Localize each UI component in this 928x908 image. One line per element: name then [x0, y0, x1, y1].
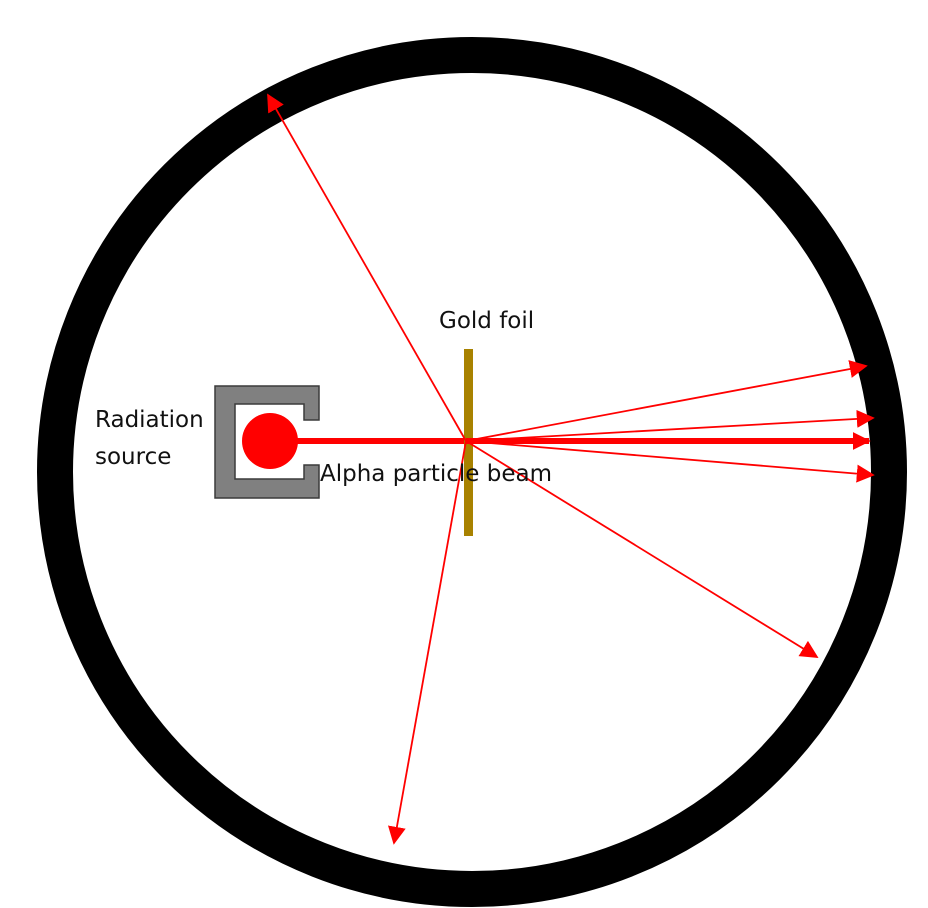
radiation-source-label-line1: Radiation — [95, 407, 204, 433]
ray-slight-up — [465, 409, 875, 442]
ray-back-scatter-up — [267, 93, 467, 442]
alpha-beam-label: Alpha particle beam — [320, 461, 553, 487]
source-housing — [214, 385, 320, 499]
detector-chamber-ring — [37, 37, 907, 907]
ray-slight-down — [465, 440, 875, 483]
radiation-source-label-line2: source — [95, 443, 172, 470]
gold-foil-label: Gold foil — [439, 308, 535, 334]
radiation-source-label: Radiation source — [95, 402, 204, 476]
radiation-source — [242, 413, 298, 469]
ray-large-angle-down — [465, 440, 819, 658]
ray-back-scatter-down — [387, 440, 467, 845]
ray-small-angle-up — [465, 360, 868, 442]
